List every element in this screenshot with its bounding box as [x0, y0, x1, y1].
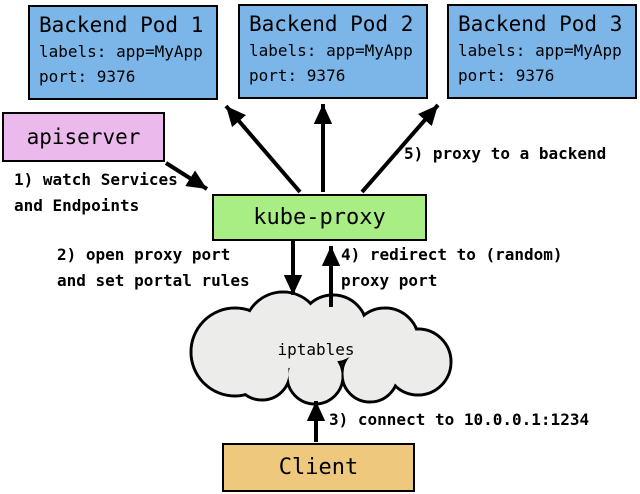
backend-pod-3-box: Backend Pod 3 labels: app=MyApp port: 93… [447, 4, 637, 99]
iptables-label: iptables [277, 340, 355, 359]
pod-port: port: 9376 [249, 66, 346, 85]
annotation-step-1: 1) watch Services and Endpoints [14, 170, 178, 215]
annotation-step-4: 4) redirect to (random) proxy port [341, 245, 563, 290]
annotation-step-5: 5) proxy to a backend [404, 144, 607, 163]
pod-title: Backend Pod 2 [249, 12, 414, 36]
pod-labels: labels: app=MyApp [458, 41, 622, 60]
pod-labels: labels: app=MyApp [39, 42, 203, 61]
annotation-step-2: 2) open proxy port and set portal rules [57, 245, 250, 290]
apiserver-box: apiserver [2, 112, 165, 162]
pod-title: Backend Pod 1 [39, 13, 204, 37]
pod-port: port: 9376 [458, 66, 555, 85]
pod-port: port: 9376 [39, 67, 136, 86]
pod-labels: labels: app=MyApp [249, 41, 413, 60]
kube-proxy-box: kube-proxy [212, 194, 427, 241]
backend-pod-2-box: Backend Pod 2 labels: app=MyApp port: 93… [238, 4, 428, 99]
backend-pod-1-box: Backend Pod 1 labels: app=MyApp port: 93… [28, 5, 218, 100]
pod-title: Backend Pod 3 [458, 12, 623, 36]
client-box: Client [222, 443, 415, 492]
annotation-step-3: 3) connect to 10.0.0.1:1234 [329, 410, 590, 429]
arrow-kube-proxy-to-pod1 [224, 104, 302, 194]
